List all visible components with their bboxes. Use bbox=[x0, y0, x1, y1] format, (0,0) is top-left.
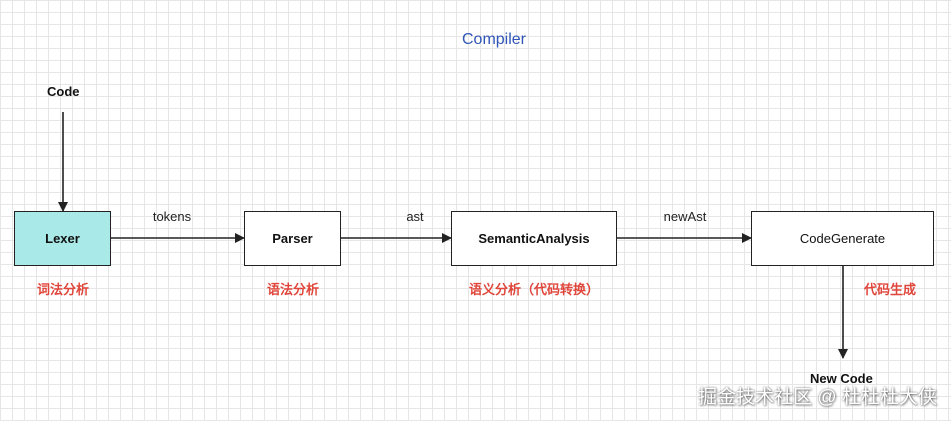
parser-node: Parser bbox=[244, 211, 341, 266]
lexer-node: Lexer bbox=[14, 211, 111, 266]
parser-sublabel: 语法分析 bbox=[266, 282, 319, 297]
watermark: 掘金技术社区 @ 杜杜杜大侠 bbox=[698, 387, 937, 408]
edge-label-tokens: tokens bbox=[152, 209, 192, 224]
code-generate-node-label: CodeGenerate bbox=[799, 231, 886, 246]
edge-label-newast: newAst bbox=[663, 209, 707, 224]
semantic-analysis-node: SemanticAnalysis bbox=[451, 211, 617, 266]
code-generate-sublabel: 代码生成 bbox=[863, 282, 916, 297]
diagram-title: Compiler bbox=[461, 31, 526, 48]
parser-node-label: Parser bbox=[272, 231, 313, 246]
lexer-sublabel: 词法分析 bbox=[36, 282, 89, 297]
code-generate-node: CodeGenerate bbox=[751, 211, 934, 266]
semantic-analysis-sublabel: 语义分析（代码转换） bbox=[468, 282, 599, 297]
input-code-label: Code bbox=[47, 84, 80, 99]
output-new-code-label: New Code bbox=[810, 371, 873, 386]
edge-label-ast: ast bbox=[406, 209, 424, 224]
lexer-node-label: Lexer bbox=[45, 231, 80, 246]
semantic-analysis-node-label: SemanticAnalysis bbox=[478, 231, 590, 246]
